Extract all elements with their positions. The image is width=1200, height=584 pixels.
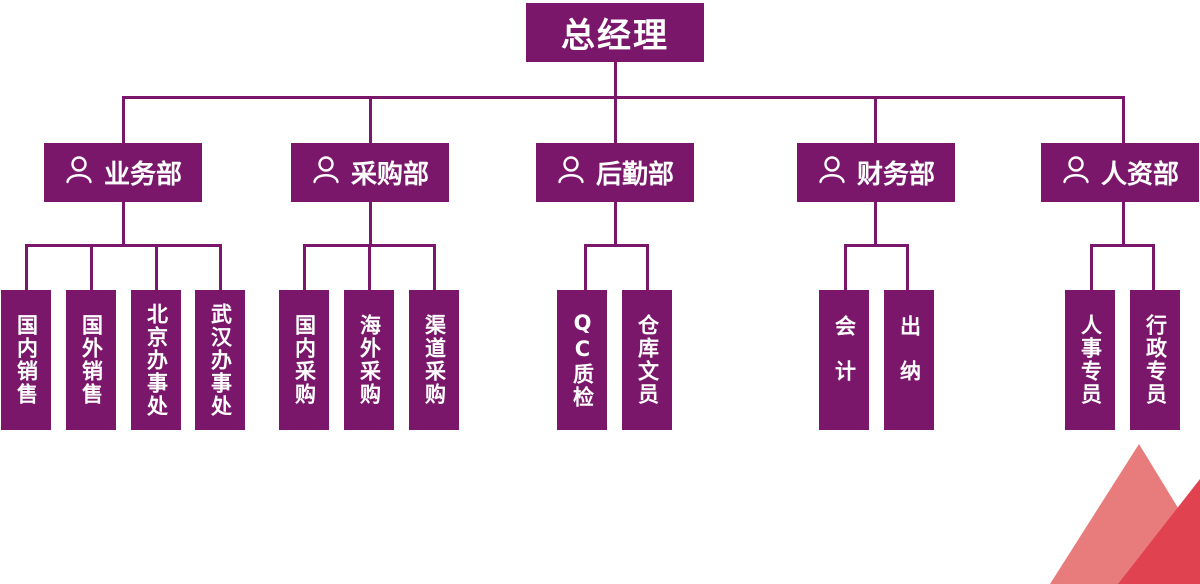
unit-node-overseas-sales: 国外销售 — [66, 290, 116, 430]
connector-root-trunk — [614, 62, 617, 99]
connector-dept-trunk — [874, 202, 877, 247]
connector-dept-drop — [874, 96, 877, 143]
connector-dept-trunk — [1122, 202, 1125, 247]
connector-unit-drop — [303, 244, 306, 290]
connector-root-bus — [122, 96, 1125, 99]
connector-dept-trunk — [369, 202, 372, 247]
unit-node-label: 会计 — [832, 315, 857, 405]
decorative-triangle-dark — [1118, 479, 1200, 584]
connector-unit-drop — [433, 244, 436, 290]
connector-unit-drop — [368, 244, 371, 290]
connector-dept-trunk — [122, 202, 125, 247]
dept-node-business: 业务部 — [44, 143, 202, 202]
unit-node-label: 行政专员 — [1143, 314, 1168, 406]
connector-dept-drop — [369, 96, 372, 143]
dept-node-label: 后勤部 — [595, 160, 674, 190]
person-icon — [311, 154, 341, 191]
dept-node-label: 财务部 — [856, 160, 935, 190]
unit-node-label: 北京办事处 — [144, 302, 169, 418]
dept-node-hr: 人资部 — [1041, 143, 1199, 202]
dept-node-label: 业务部 — [103, 160, 182, 190]
unit-node-warehouse-clerk: 仓库文员 — [622, 290, 672, 430]
connector-unit-drop — [90, 244, 93, 290]
unit-node-domestic-sales: 国内销售 — [1, 290, 51, 430]
unit-node-channel-purchasing: 渠道采购 — [409, 290, 459, 430]
unit-node-overseas-purchasing: 海外采购 — [344, 290, 394, 430]
connector-dept-drop — [614, 96, 617, 143]
root-node-general-manager: 总经理 — [526, 3, 704, 62]
person-icon — [556, 154, 586, 191]
connector-unit-drop — [1090, 244, 1093, 290]
unit-node-label: 武汉办事处 — [208, 302, 233, 418]
unit-node-label: 渠道采购 — [422, 314, 447, 406]
connector-unit-drop — [844, 244, 847, 290]
dept-node-logistics: 后勤部 — [536, 143, 694, 202]
unit-node-hr-specialist: 人事专员 — [1065, 290, 1115, 430]
unit-node-label: 出纳 — [897, 315, 922, 405]
connector-dept-drop — [122, 96, 125, 143]
unit-node-label: 仓库文员 — [635, 314, 660, 406]
unit-node-label: 国内采购 — [292, 314, 317, 406]
connector-unit-bus — [25, 244, 222, 247]
connector-unit-bus — [844, 244, 909, 247]
connector-unit-drop — [219, 244, 222, 290]
unit-node-label: QC质检 — [570, 311, 595, 409]
connector-unit-drop — [1152, 244, 1155, 290]
unit-node-label: 人事专员 — [1078, 314, 1103, 406]
connector-unit-drop — [646, 244, 649, 290]
connector-unit-drop — [906, 244, 909, 290]
connector-unit-drop — [584, 244, 587, 290]
unit-node-wuhan-office: 武汉办事处 — [195, 290, 245, 430]
unit-node-accounting: 会计 — [819, 290, 869, 430]
connector-unit-bus — [584, 244, 649, 247]
dept-node-purchasing: 采购部 — [291, 143, 449, 202]
connector-dept-trunk — [614, 202, 617, 247]
person-icon — [1061, 154, 1091, 191]
unit-node-qc: QC质检 — [557, 290, 607, 430]
person-icon — [817, 154, 847, 191]
connector-dept-drop — [1122, 96, 1125, 143]
unit-node-admin-specialist: 行政专员 — [1130, 290, 1180, 430]
unit-node-label: 国外销售 — [79, 314, 104, 406]
dept-node-label: 人资部 — [1100, 160, 1179, 190]
root-node-label: 总经理 — [561, 16, 669, 56]
dept-node-label: 采购部 — [350, 160, 429, 190]
connector-unit-drop — [155, 244, 158, 290]
unit-node-label: 国内销售 — [14, 314, 39, 406]
unit-node-domestic-purchasing: 国内采购 — [279, 290, 329, 430]
dept-node-finance: 财务部 — [797, 143, 955, 202]
person-icon — [64, 154, 94, 191]
connector-unit-drop — [25, 244, 28, 290]
decorative-triangles — [1050, 444, 1200, 584]
unit-node-label: 海外采购 — [357, 314, 382, 406]
unit-node-beijing-office: 北京办事处 — [131, 290, 181, 430]
connector-unit-bus — [1090, 244, 1155, 247]
unit-node-cashier: 出纳 — [884, 290, 934, 430]
